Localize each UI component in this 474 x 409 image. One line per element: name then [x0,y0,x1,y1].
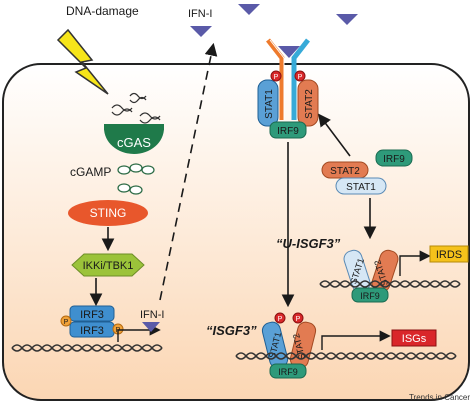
sting-protein [68,200,148,226]
ifn-receptor [266,38,310,120]
irf9-receptor-label: IRF9 [277,126,299,137]
ifn-i-ligand-gene [142,322,160,332]
ikki-tbk1-label: IKKi/TBK1 [83,260,134,272]
irds-transcription-arrow [399,250,431,276]
broken-dna-fragments [111,92,161,124]
isgs-label: ISGs [402,333,427,345]
irf3-label-b: IRF3 [80,325,104,337]
phospho-label-3: P [274,74,279,81]
irf9-unphos [375,149,413,167]
irf9-unphos-label: IRF9 [383,154,405,165]
phospho-irf3-a [60,315,72,327]
stat1-unphos-label: STAT1 [346,182,376,193]
irds-box [429,245,469,263]
irds-label: IRDS [436,249,462,261]
stat1-receptor-label: STAT1 [264,89,275,119]
ifn-ligand-3 [336,14,358,25]
cgamp-molecules [117,163,155,195]
irf9-isgf3-dna [269,363,307,379]
cgas-label: cGAS [117,135,151,150]
phospho-stat2-isgf3 [292,312,304,324]
ifn-ligand-1 [190,26,212,37]
lightning-bolt-icon [56,28,109,95]
irf3-box-a [69,305,115,322]
irf9-isgf3-dna-label: IRF9 [278,367,298,377]
dna-strand-left [11,344,163,352]
journal-credit: Trends in Cancer [409,393,470,402]
phospho-label-6: P [296,316,301,323]
isgf3-label: “ISGF3” [206,323,257,338]
ifn-gene-transcription-arrow [117,324,161,342]
phospho-stat1-receptor [270,70,282,82]
stat2-receptor-label: STAT2 [304,89,315,119]
isgs-box [391,329,437,347]
dna-strand-upper-right [319,280,461,288]
cgamp-label: cGAMP [70,165,111,179]
dna-damage-label: DNA-damage [66,4,139,18]
isgs-transcription-arrow [321,330,391,350]
ikki-tbk1-protein [71,253,145,277]
ifn-i-top-label: IFN-I [188,8,212,20]
stat2-unphos-label: STAT2 [330,166,360,177]
stat1-unphos [335,177,387,195]
irf9-receptor [269,121,307,139]
phospho-stat2-receptor [294,70,306,82]
ifn-i-gene-label: IFN-I [140,309,164,321]
dna-strand-lower-right [235,352,457,360]
ifn-ligand-2 [238,4,260,15]
phospho-label-1: P [64,319,69,326]
phospho-label-5: P [278,316,283,323]
phospho-stat1-isgf3 [274,312,286,324]
cgas-enzyme: cGAS [104,124,164,154]
sting-label: STING [90,206,127,220]
u-isgf3-label: “U-ISGF3” [276,236,341,251]
arrow-u-isgf3-to-receptor [318,113,351,157]
ifn-secretion-dashed-arrow [159,42,218,301]
irf9-u-isgf3-dna-label: IRF9 [360,291,380,301]
phospho-label-4: P [298,74,303,81]
stat2-receptor [297,79,319,127]
stat1-receptor [257,79,279,127]
irf3-label-a: IRF3 [80,309,104,321]
irf9-u-isgf3-dna [351,287,389,303]
